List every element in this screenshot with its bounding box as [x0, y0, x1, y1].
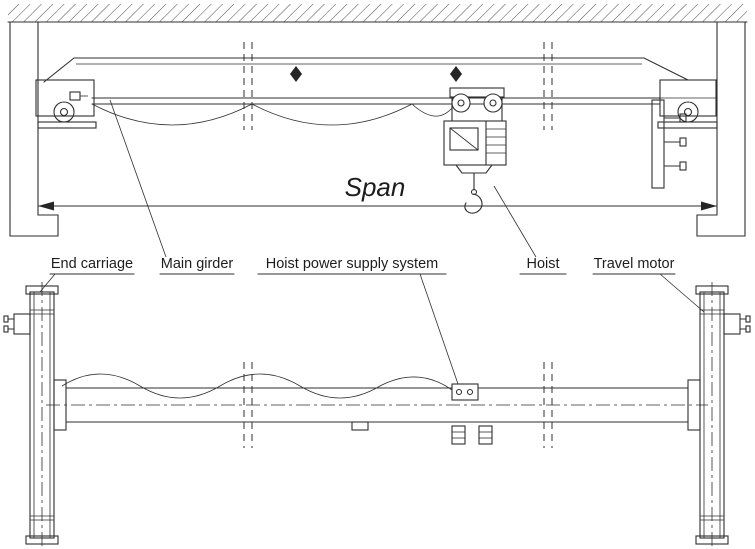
- label-hoist: Hoist: [526, 256, 559, 272]
- leader-hoist: [493, 185, 537, 258]
- label-end-carriage: End carriage: [51, 256, 133, 272]
- wall-right: [696, 21, 746, 237]
- span-arrow-left: [38, 201, 54, 211]
- callout-labels: End carriage Main girder Hoist power sup…: [39, 99, 705, 385]
- label-main-girder: Main girder: [161, 256, 234, 272]
- span-label: Span: [345, 172, 406, 202]
- runway-rail-left: [37, 121, 97, 129]
- end-carriage-right-elevation: [659, 79, 717, 123]
- travel-motor-right: [723, 313, 751, 335]
- end-carriage-left-elevation: [35, 79, 95, 123]
- ceiling-hatch: [7, 4, 748, 23]
- span-arrow-right: [701, 201, 717, 211]
- cable-connector: [451, 383, 479, 401]
- festoon-cable-elevation: [91, 103, 453, 126]
- main-girder-plan: [46, 362, 708, 448]
- lifting-lug-diamond-right: [450, 66, 462, 82]
- travel-motor-left: [3, 313, 31, 335]
- lifting-lug-diamond-left: [290, 66, 302, 82]
- leader-hoist-power-supply: [419, 273, 459, 385]
- wall-bracket-right: [650, 97, 717, 189]
- hoist-body-elevation: [443, 120, 507, 174]
- end-carriage-left-plan: [25, 282, 59, 548]
- end-carriage-right-plan: [695, 282, 729, 548]
- main-girder-elevation: [43, 57, 689, 105]
- hoist-plan: [451, 425, 493, 445]
- wall-left: [9, 21, 59, 237]
- hoist-trolley-elevation: [449, 87, 505, 122]
- label-travel-motor: Travel motor: [594, 256, 675, 272]
- runway-rail-right: [657, 121, 718, 129]
- power-cable-plan: [61, 373, 453, 399]
- leader-travel-motor: [659, 273, 705, 313]
- label-hoist-power-supply: Hoist power supply system: [266, 256, 438, 272]
- span-dimension: Span: [37, 172, 718, 211]
- leader-end-carriage: [39, 273, 56, 293]
- section-break-lines-elevation: [243, 42, 553, 130]
- hoist-hook: [464, 172, 483, 214]
- leader-main-girder: [109, 99, 167, 258]
